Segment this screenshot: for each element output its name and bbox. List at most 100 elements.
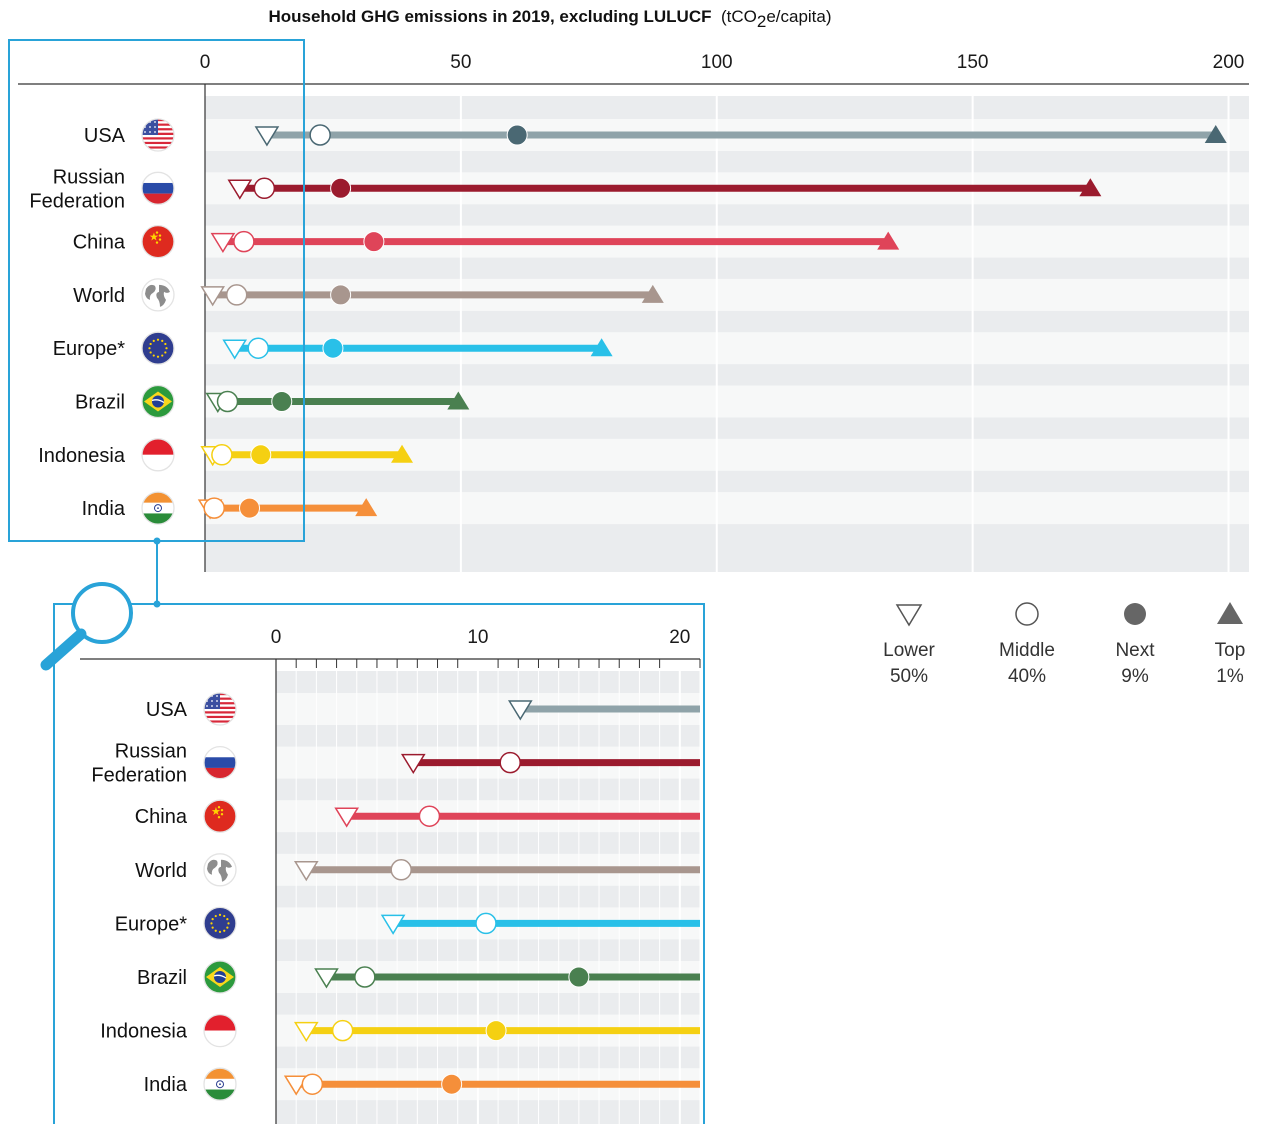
magnifier-icon xyxy=(40,582,133,671)
legend-percent: 1% xyxy=(1216,666,1244,687)
lower-50-marker xyxy=(293,1021,319,1043)
brazil-flag-icon xyxy=(204,961,236,993)
chart-title-unit-sub: 2 xyxy=(757,12,766,31)
russia-flag-icon xyxy=(204,746,236,779)
legend-item-next: Next 9% xyxy=(1115,603,1155,687)
legend-percent: 50% xyxy=(890,666,928,687)
indonesia-flag-icon xyxy=(204,1014,236,1047)
lower-50-marker xyxy=(400,753,426,775)
country-label: Brazil xyxy=(75,392,125,414)
indonesia-flag-icon xyxy=(142,438,174,471)
middle-40-marker xyxy=(253,177,276,200)
next-9-marker xyxy=(330,177,352,199)
india-flag-icon xyxy=(204,1068,236,1101)
legend-percent: 40% xyxy=(1008,666,1046,687)
next-9-marker xyxy=(363,231,385,253)
legend-percent: 9% xyxy=(1121,666,1149,687)
middle-40-marker xyxy=(309,124,331,146)
country-label: USA xyxy=(84,125,126,147)
middle-40-marker xyxy=(301,1073,324,1095)
lower-50-marker xyxy=(293,861,319,882)
legend-item-lower: Lower 50% xyxy=(883,604,936,687)
country-row-china xyxy=(334,805,952,828)
lower-50-marker xyxy=(227,179,253,200)
middle-40-marker xyxy=(211,444,233,466)
middle-40-marker xyxy=(499,751,521,774)
top-1-marker xyxy=(355,498,378,517)
legend-label: Top xyxy=(1215,640,1246,661)
chart-title-unit-prefix: (tCO xyxy=(721,7,757,26)
lower-50-marker xyxy=(380,914,406,935)
next-9-marker xyxy=(330,284,352,306)
middle-40-marker xyxy=(203,497,225,519)
country-label: Indonesia xyxy=(100,1021,188,1043)
country-label: World xyxy=(135,860,187,882)
country-label: Europe* xyxy=(115,913,187,935)
eu-flag-icon xyxy=(142,332,174,365)
main-series xyxy=(197,124,1227,520)
country-row-china xyxy=(210,230,900,254)
top-1-marker xyxy=(1079,178,1102,197)
country-row-usa xyxy=(254,124,1227,147)
middle-40-marker xyxy=(390,859,412,881)
next-9-marker xyxy=(239,497,261,519)
zoom-series xyxy=(283,700,952,1096)
russia-flag-icon xyxy=(142,172,174,205)
legend-label: Next xyxy=(1115,640,1155,661)
lower-50-marker xyxy=(507,700,533,721)
next-9-marker xyxy=(322,337,344,359)
next-9-marker xyxy=(506,124,528,146)
legend-label: Lower xyxy=(883,640,935,661)
top-1-marker xyxy=(447,391,470,410)
lower-50-marker xyxy=(200,286,226,307)
brazil-flag-icon xyxy=(142,385,174,418)
next-9-legend-icon xyxy=(1124,603,1146,625)
tick-label-200: 200 xyxy=(1213,52,1245,73)
tick-label-150: 150 xyxy=(957,52,989,73)
lower-50-marker xyxy=(222,339,248,360)
next-9-marker xyxy=(568,966,590,988)
middle-40-marker xyxy=(233,230,255,253)
tick-label-20: 20 xyxy=(669,627,690,648)
country-row-world xyxy=(293,859,700,882)
zoom-connector-dot xyxy=(153,537,161,545)
middle-40-marker xyxy=(225,284,248,306)
top-1-marker xyxy=(877,231,900,250)
next-9-marker xyxy=(932,806,952,826)
next-9-marker xyxy=(485,1020,507,1042)
top-1-marker xyxy=(590,338,613,357)
country-row-europe xyxy=(222,337,613,360)
lower-50-marker xyxy=(254,126,280,147)
country-label: USA xyxy=(146,699,188,721)
usa-flag-icon xyxy=(142,119,174,151)
china-flag-icon: ★ xyxy=(142,225,174,258)
country-row-indonesia xyxy=(293,1019,700,1043)
china-flag-icon: ★ xyxy=(204,800,236,833)
next-9-marker xyxy=(771,913,791,933)
india-flag-icon xyxy=(142,492,174,525)
country-row-world xyxy=(200,284,664,307)
country-row-india xyxy=(197,497,378,520)
usa-flag-icon xyxy=(204,693,236,725)
middle-40-marker xyxy=(354,966,376,988)
middle-40-marker xyxy=(475,912,497,935)
globe-icon xyxy=(204,853,236,886)
country-row-usa xyxy=(507,700,700,721)
globe-icon xyxy=(142,278,174,311)
eu-flag-icon xyxy=(204,907,236,940)
middle-40-legend-icon xyxy=(1015,602,1039,626)
top-1-marker xyxy=(901,1074,923,1092)
country-label: China xyxy=(135,806,188,828)
top-1-marker xyxy=(391,444,414,463)
next-9-marker xyxy=(441,1073,463,1095)
country-row-russian-federation xyxy=(400,751,700,775)
lower-50-marker xyxy=(210,232,236,254)
next-9-marker xyxy=(250,444,272,466)
